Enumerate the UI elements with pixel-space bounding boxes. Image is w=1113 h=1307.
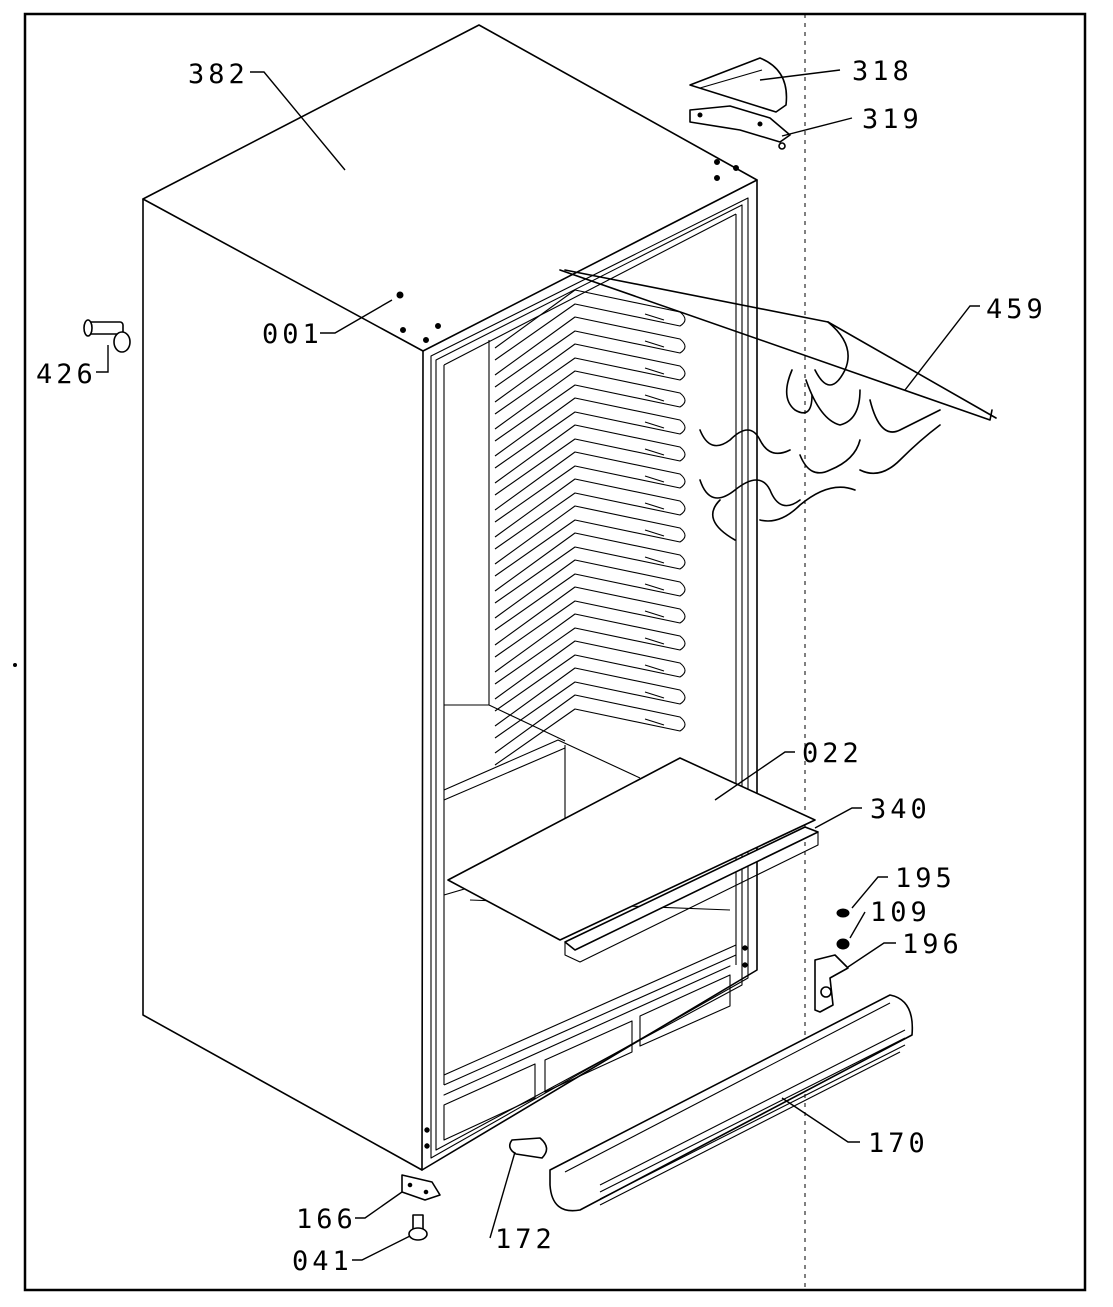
callout-382-label: 382 — [188, 59, 249, 90]
coil-rung-highlight — [644, 637, 665, 645]
callout-340-label: 340 — [870, 794, 931, 825]
callout-459-label: 459 — [986, 294, 1047, 325]
callout-426-label: 426 — [36, 359, 97, 390]
callout-319-label: 319 — [862, 104, 923, 135]
coil-rung — [494, 559, 686, 631]
bottom-hinge-assembly: 195 109 196 — [814, 863, 963, 1013]
coil-rung-highlight — [644, 502, 665, 510]
cabinet-body — [142, 24, 758, 1171]
coil-rung-highlight — [644, 367, 665, 375]
coil-rung — [494, 451, 686, 523]
callout-166-label: 166 — [296, 1204, 357, 1235]
leveling-leg: 041 — [292, 1214, 428, 1277]
callout-172-label: 172 — [495, 1224, 556, 1255]
coil-rung — [494, 424, 686, 496]
callout-041-label: 041 — [292, 1246, 353, 1277]
evaporator-coil — [494, 289, 686, 766]
callout-382: 382 — [188, 59, 346, 171]
coil-rung-highlight — [644, 475, 665, 483]
wire-shelf: 459 — [559, 269, 1047, 541]
coil-rung-highlight — [644, 583, 665, 591]
callout-001: 001 — [262, 299, 393, 350]
callout-170-label: 170 — [868, 1128, 929, 1159]
callout-318-label: 318 — [852, 56, 913, 87]
top-hinge-plate: 319 — [689, 104, 923, 150]
toe-grille: 170 — [549, 994, 929, 1212]
callout-109-label: 109 — [870, 897, 931, 928]
coil-rung-highlight — [644, 394, 665, 402]
coil-rung — [494, 532, 686, 604]
shelf-trim: 340 — [564, 794, 931, 963]
coil-rung-highlight — [644, 556, 665, 564]
coil-rung — [494, 694, 686, 766]
coil-rung — [494, 586, 686, 658]
coil-rung-highlight — [644, 529, 665, 537]
callout-196-label: 196 — [902, 929, 963, 960]
lower-panels — [443, 965, 731, 1141]
coil-rung — [494, 667, 686, 739]
coil-rung — [494, 613, 686, 685]
coil-rung — [494, 316, 686, 388]
coil-rung-highlight — [644, 421, 665, 429]
coil-rung-highlight — [644, 448, 665, 456]
inner-liner — [443, 213, 737, 1086]
grille-clip: 172 — [489, 1137, 556, 1255]
leveler-bracket: 166 — [296, 1174, 441, 1235]
glass-shelf: 022 — [447, 738, 863, 941]
coil-rung — [494, 505, 686, 577]
coil-rung — [494, 289, 686, 361]
coil-rung — [494, 370, 686, 442]
callout-426: 426 — [36, 319, 131, 390]
coil-rung-highlight — [644, 313, 665, 321]
callout-001-label: 001 — [262, 319, 323, 350]
coil-rung — [494, 640, 686, 712]
coil-rung — [494, 478, 686, 550]
coil-rung — [494, 397, 686, 469]
coil-rung-highlight — [644, 691, 665, 699]
callout-195-label: 195 — [895, 863, 956, 894]
coil-rung-highlight — [644, 718, 665, 726]
coil-rung-highlight — [644, 664, 665, 672]
top-hinge-cover: 318 — [689, 56, 913, 113]
coil-rung-highlight — [644, 610, 665, 618]
diagram-border — [23, 12, 1087, 1292]
callout-022-label: 022 — [802, 738, 863, 769]
coil-rung — [494, 343, 686, 415]
coil-rung-highlight — [644, 340, 665, 348]
